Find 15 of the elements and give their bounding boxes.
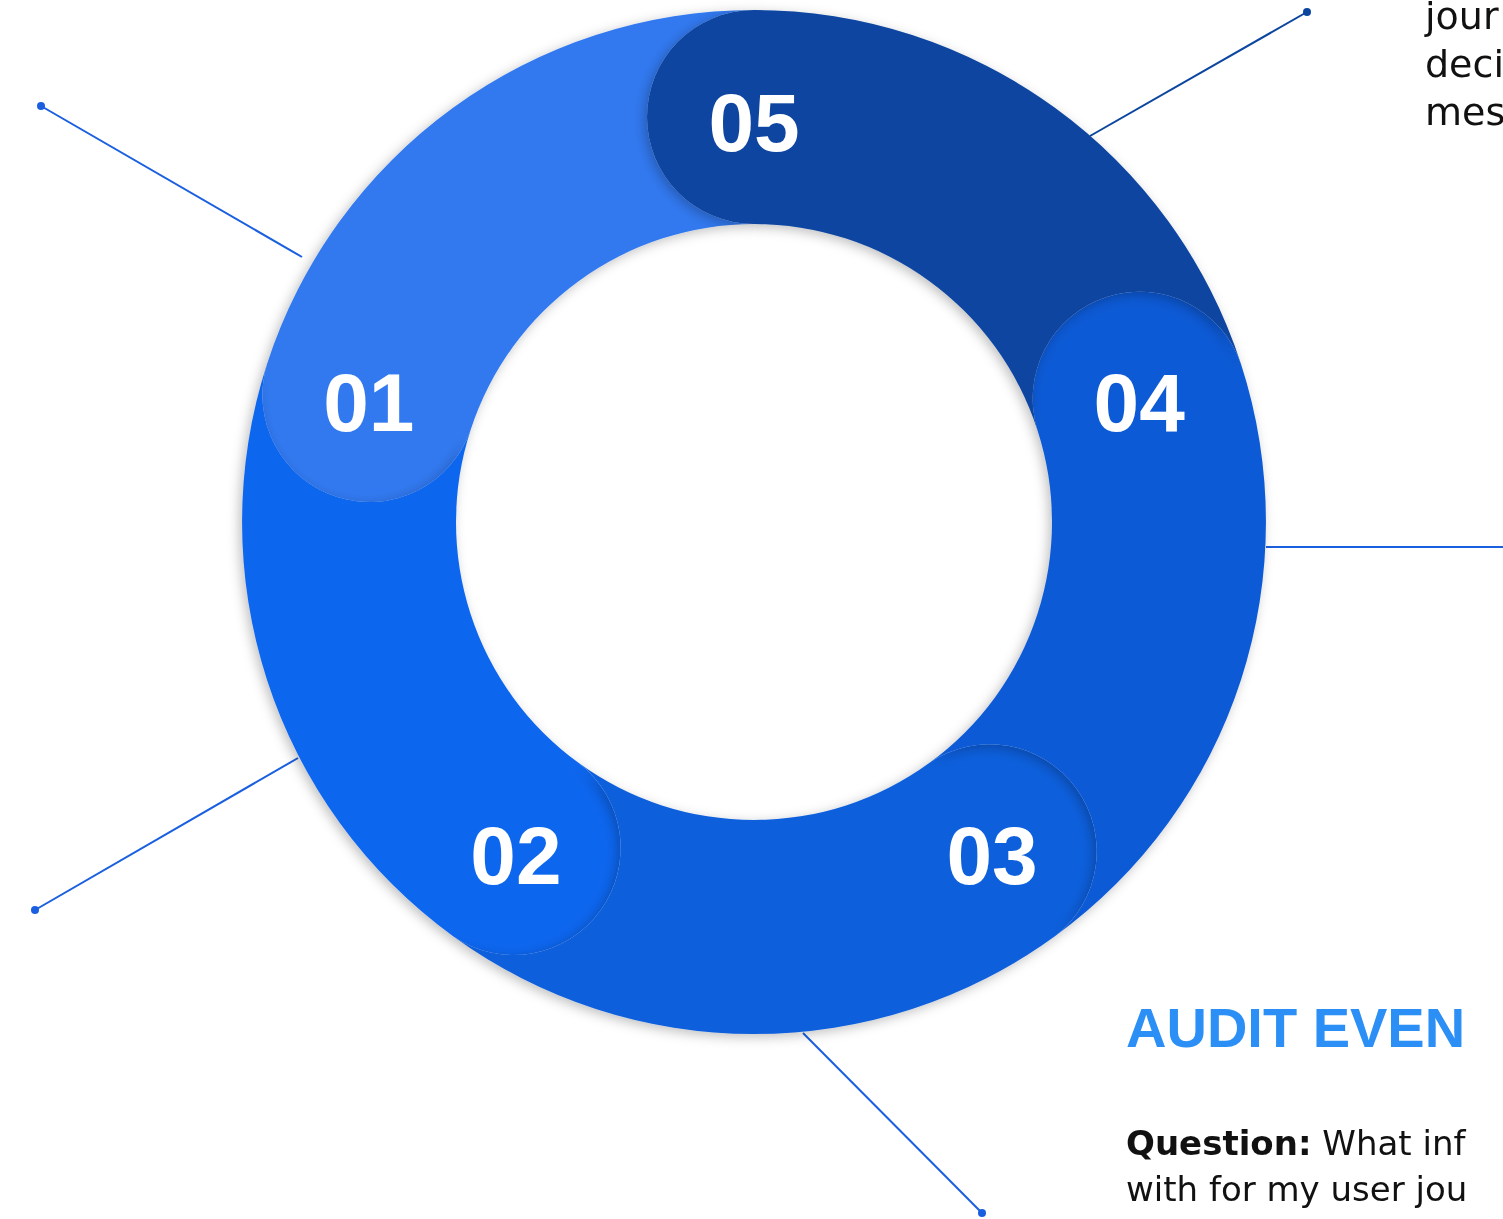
body-text: jour deci mes <box>1425 0 1503 136</box>
step-number: 02 <box>470 814 562 897</box>
leader-line <box>1089 8 1311 137</box>
leader-line <box>31 757 299 914</box>
step-number: 03 <box>946 814 1038 897</box>
ring-segment <box>647 10 1241 430</box>
step-number: 05 <box>708 82 800 164</box>
question-text: Question: What inf with for my user jou <box>1126 1122 1469 1211</box>
section-heading: AUDIT EVEN <box>1126 995 1467 1061</box>
leader-line <box>1265 546 1503 548</box>
step-number: 04 <box>1093 361 1185 444</box>
ring-segment <box>453 744 1097 1034</box>
leader-line <box>802 1032 986 1217</box>
leader-line <box>37 102 303 258</box>
step-number: 01 <box>323 361 415 444</box>
